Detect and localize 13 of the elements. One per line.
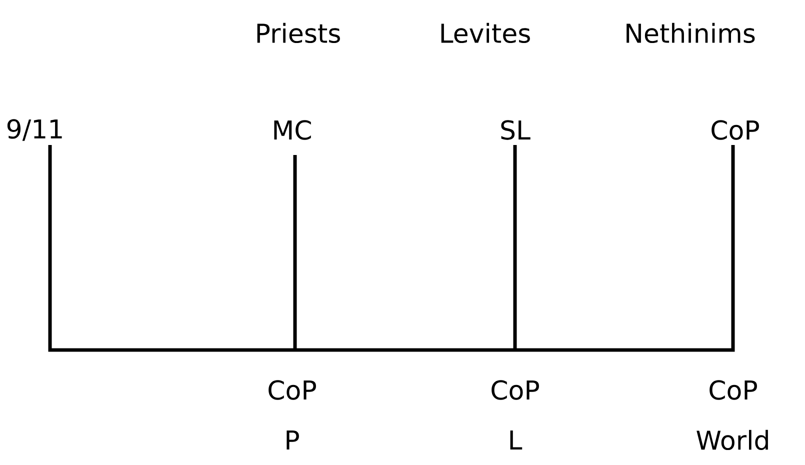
label: CoP (710, 380, 757, 400)
label: P (286, 430, 299, 450)
label: Nethinims (626, 22, 755, 44)
label: SL (501, 120, 530, 140)
label: World (696, 430, 768, 450)
label: CoP (492, 380, 539, 400)
label: 9/11 (7, 119, 62, 141)
label: L (510, 430, 522, 450)
label: CoP (268, 380, 316, 400)
label: Levites (441, 22, 530, 44)
label: CoP (712, 120, 759, 140)
label: Priests (257, 22, 340, 44)
label: MC (274, 120, 311, 140)
